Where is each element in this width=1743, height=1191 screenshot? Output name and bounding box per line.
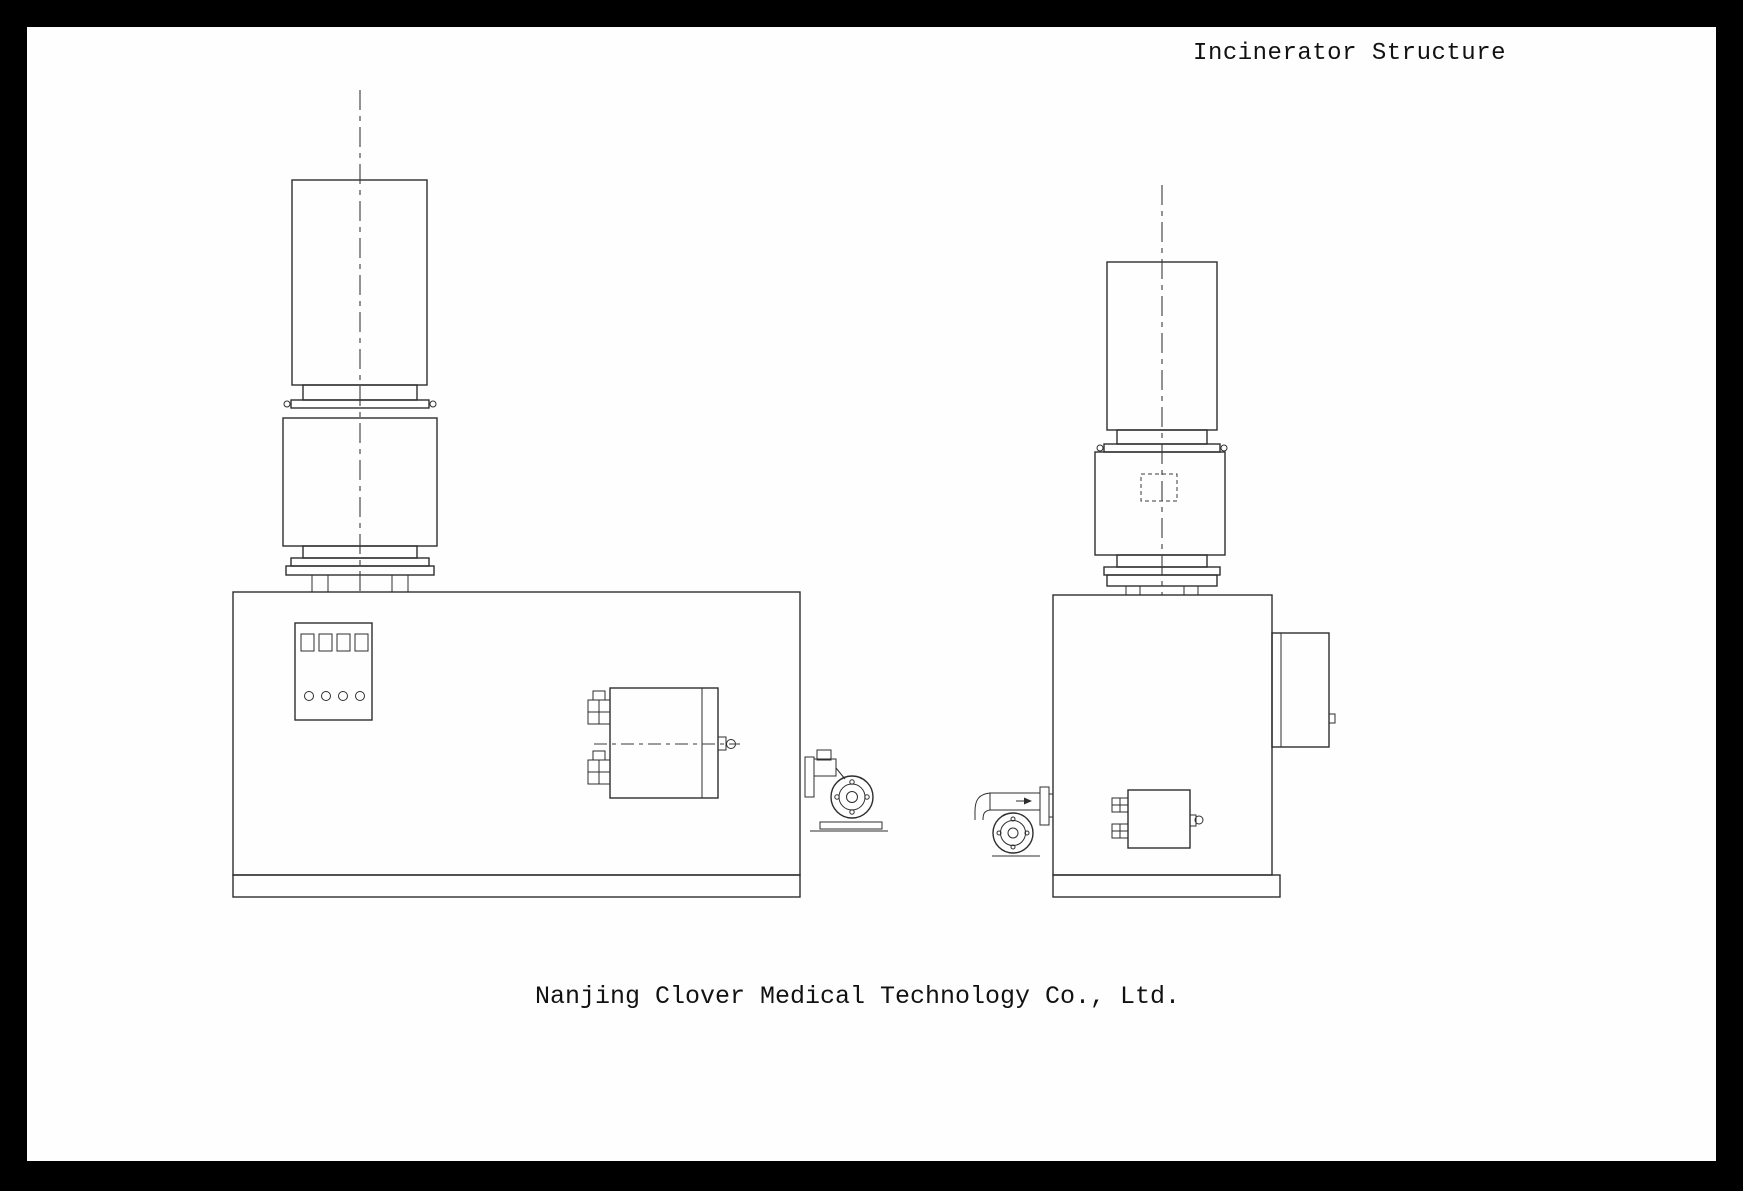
front-burner bbox=[587, 687, 740, 799]
front-control-panel bbox=[294, 622, 373, 721]
page-title: Incinerator Structure bbox=[1193, 40, 1506, 67]
side-chimney-stack bbox=[1094, 261, 1228, 596]
side-main-chamber bbox=[1052, 594, 1281, 898]
company-name: Nanjing Clover Medical Technology Co., L… bbox=[534, 982, 1181, 1011]
front-blower-fan bbox=[804, 749, 888, 832]
side-burner bbox=[1111, 789, 1204, 849]
drawing-paper bbox=[27, 27, 1716, 1161]
front-view bbox=[232, 90, 888, 898]
side-blower-fan bbox=[974, 786, 1053, 857]
side-view bbox=[974, 185, 1336, 898]
front-main-chamber bbox=[232, 591, 801, 898]
side-loading-door bbox=[1271, 632, 1336, 748]
